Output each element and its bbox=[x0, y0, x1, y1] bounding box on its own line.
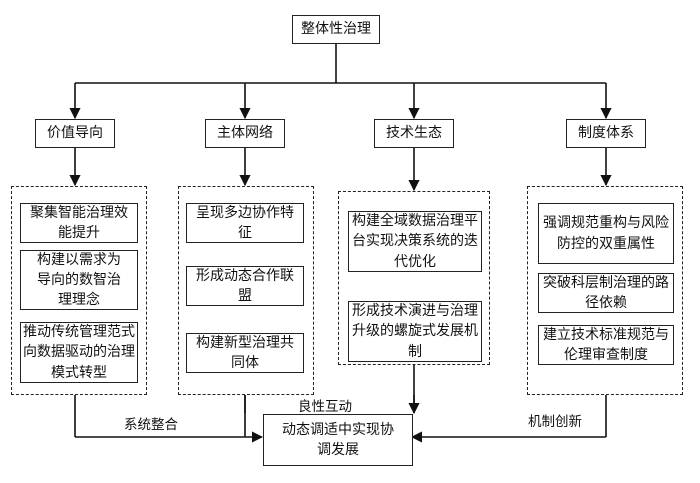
item-box: 聚集智能治理效能提升 bbox=[20, 203, 138, 243]
item-box: 建立技术标准规范与伦理审查制度 bbox=[538, 325, 674, 365]
item-text: 构建以需求为导向的数智治理理念 bbox=[37, 251, 121, 309]
edge-label-system-integration: 系统整合 bbox=[124, 417, 178, 433]
item-text: 呈现多边协作特征 bbox=[196, 204, 294, 241]
item-box: 构建新型治理共同体 bbox=[186, 333, 304, 373]
category-label: 技术生态 bbox=[386, 125, 442, 142]
category-label: 制度体系 bbox=[578, 125, 634, 142]
group-institutional-system bbox=[527, 186, 683, 395]
category-box-tech-ecosystem: 技术生态 bbox=[374, 119, 454, 148]
item-box: 形成动态合作联盟 bbox=[186, 266, 304, 306]
item-box: 构建以需求为导向的数智治理理念 bbox=[20, 250, 138, 310]
category-box-value-orientation: 价值导向 bbox=[35, 119, 115, 148]
item-text: 建立技术标准规范与伦理审查制度 bbox=[543, 326, 669, 363]
item-box: 强调规范重构与风险防控的双重属性 bbox=[538, 203, 674, 264]
edge-label-mechanism-innovation: 机制创新 bbox=[528, 414, 582, 430]
item-text: 突破科层制治理的路径依赖 bbox=[543, 274, 669, 311]
result-box: 动态调适中实现协调发展 bbox=[263, 414, 413, 466]
group-actor-network bbox=[178, 186, 314, 395]
root-label: 整体性治理 bbox=[301, 21, 371, 38]
category-box-actor-network: 主体网络 bbox=[205, 119, 285, 148]
item-box: 形成技术演进与治理升级的螺旋式发展机制 bbox=[348, 301, 482, 362]
group-tech-ecosystem bbox=[338, 191, 490, 365]
group-value-orientation bbox=[11, 186, 147, 395]
item-text: 强调规范重构与风险防控的双重属性 bbox=[543, 215, 669, 252]
category-label: 主体网络 bbox=[217, 125, 273, 142]
result-label: 动态调适中实现协调发展 bbox=[282, 421, 394, 458]
root-box: 整体性治理 bbox=[292, 15, 380, 44]
item-text: 形成技术演进与治理升级的螺旋式发展机制 bbox=[352, 303, 478, 360]
category-label: 价值导向 bbox=[47, 125, 103, 142]
category-box-institutional-system: 制度体系 bbox=[566, 119, 646, 148]
item-box: 突破科层制治理的路径依赖 bbox=[538, 273, 674, 313]
item-box: 构建全域数据治理平台实现决策系统的迭代优化 bbox=[348, 211, 482, 272]
edge-label-positive-interaction: 良性互动 bbox=[298, 399, 352, 415]
item-text: 聚集智能治理效能提升 bbox=[30, 204, 128, 241]
item-text: 构建全域数据治理平台实现决策系统的迭代优化 bbox=[352, 213, 478, 270]
item-text: 构建新型治理共同体 bbox=[196, 334, 294, 371]
item-box: 推动传统管理范式向数据驱动的治理模式转型 bbox=[20, 322, 138, 383]
item-text: 形成动态合作联盟 bbox=[196, 267, 294, 304]
item-box: 呈现多边协作特征 bbox=[186, 203, 304, 243]
item-text: 推动传统管理范式向数据驱动的治理模式转型 bbox=[23, 324, 135, 381]
